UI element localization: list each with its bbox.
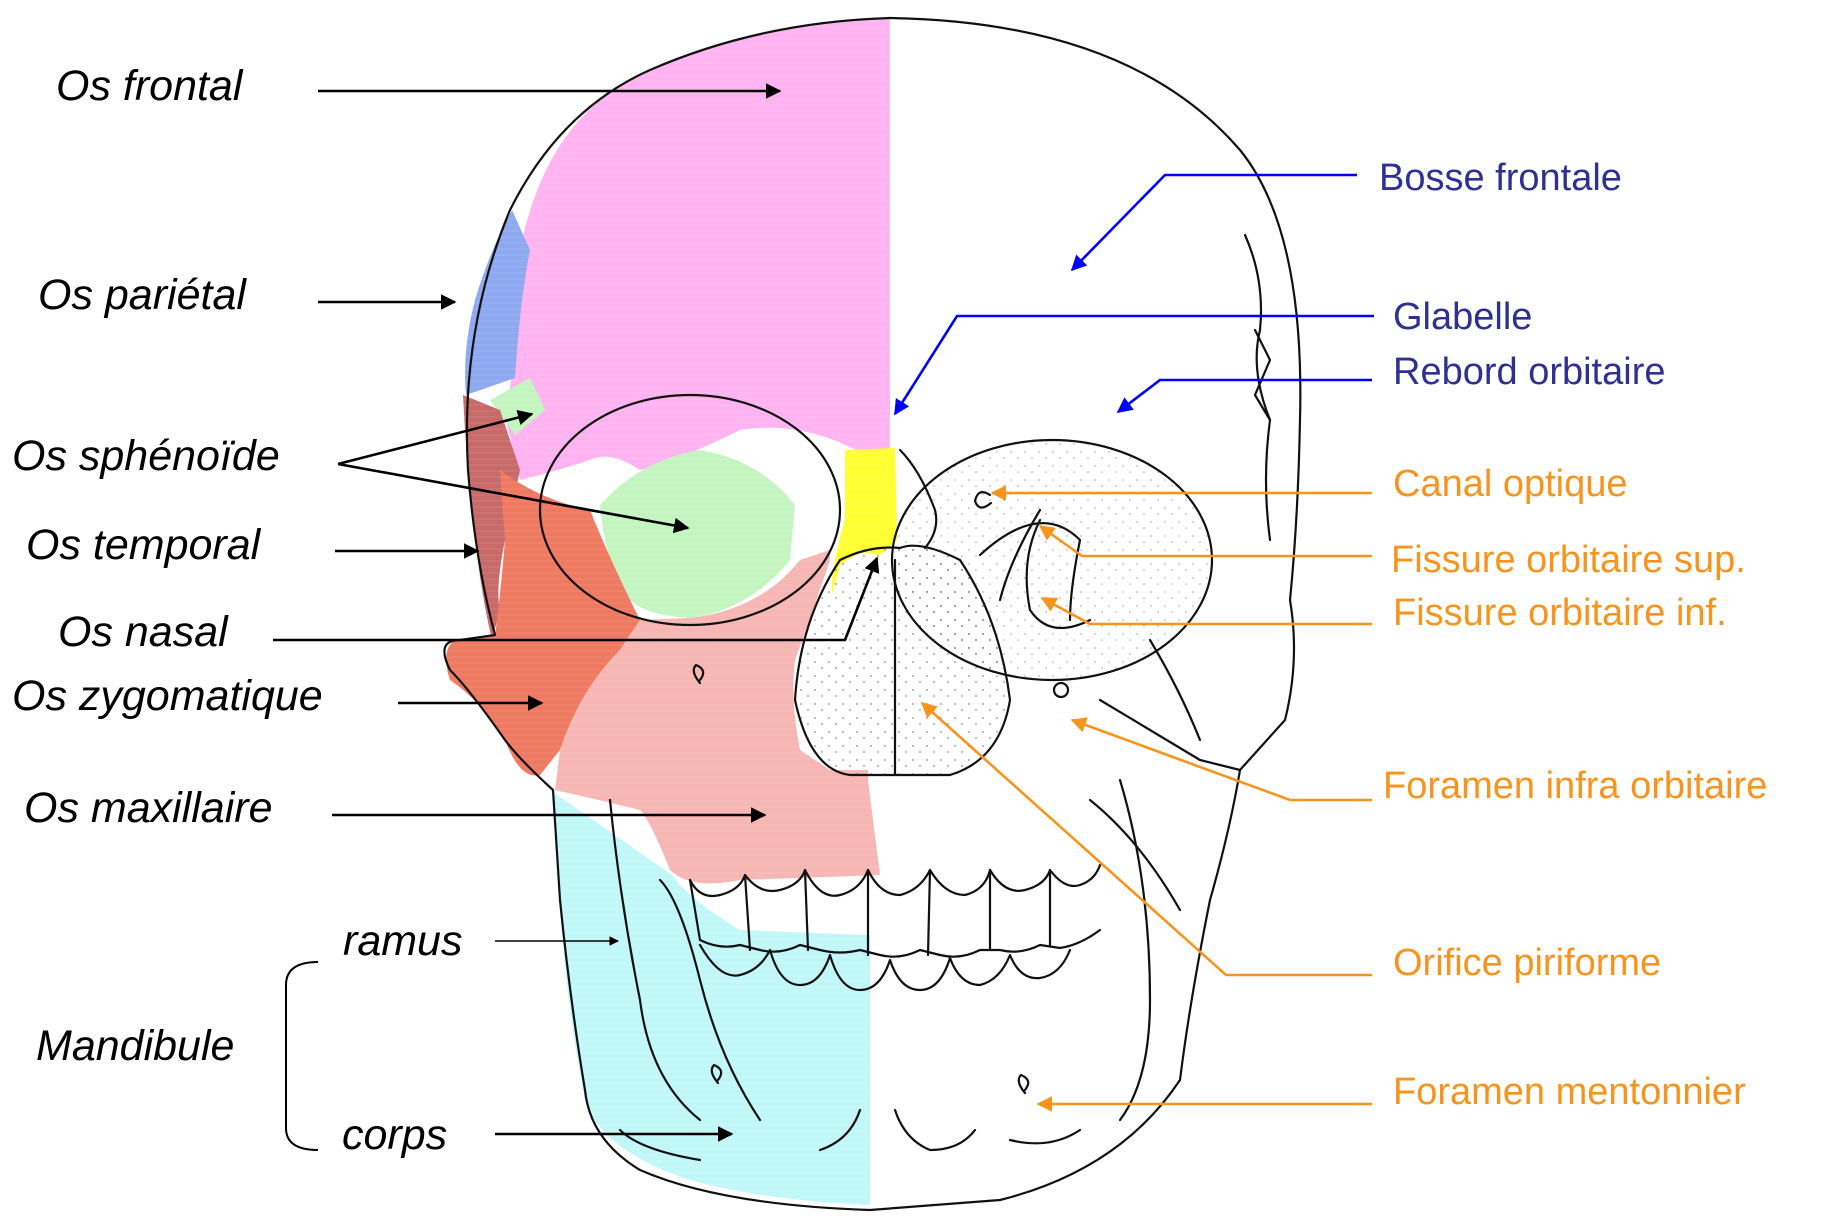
label-orifice-piriforme: Orifice piriforme bbox=[1393, 944, 1661, 982]
label-bosse-frontale: Bosse frontale bbox=[1379, 159, 1622, 197]
label-os-parietal: Os pariétal bbox=[38, 274, 246, 317]
label-os-frontal: Os frontal bbox=[56, 65, 242, 108]
label-fissure-orbitaire-sup: Fissure orbitaire sup. bbox=[1391, 541, 1746, 579]
label-ramus: ramus bbox=[343, 920, 462, 963]
label-fissure-orbitaire-inf: Fissure orbitaire inf. bbox=[1393, 594, 1727, 632]
label-foramen-mentonnier: Foramen mentonnier bbox=[1393, 1073, 1746, 1111]
label-os-nasal: Os nasal bbox=[58, 611, 228, 654]
label-foramen-infra-orbitaire: Foramen infra orbitaire bbox=[1383, 767, 1767, 805]
label-rebord-orbitaire: Rebord orbitaire bbox=[1393, 353, 1665, 391]
label-glabelle: Glabelle bbox=[1393, 298, 1532, 336]
label-os-zygomatique: Os zygomatique bbox=[12, 675, 323, 718]
label-mandibule: Mandibule bbox=[36, 1025, 234, 1068]
blue-arrows bbox=[895, 175, 1374, 414]
label-os-maxillaire: Os maxillaire bbox=[24, 787, 273, 830]
label-corps: corps bbox=[342, 1114, 447, 1157]
label-os-temporal: Os temporal bbox=[26, 524, 260, 567]
label-os-sphenoide: Os sphénoïde bbox=[12, 435, 280, 478]
label-canal-optique: Canal optique bbox=[1393, 465, 1628, 503]
orbit-texture bbox=[892, 440, 1212, 680]
